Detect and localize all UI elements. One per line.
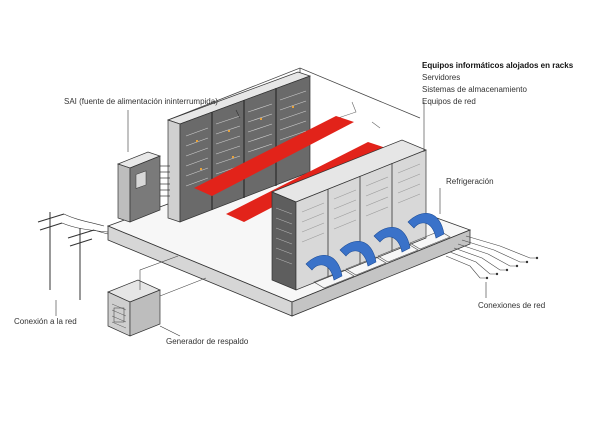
backup-generator bbox=[107, 279, 161, 337]
leader-lines bbox=[55, 102, 487, 337]
cooling-label: Refrigeración bbox=[446, 177, 494, 186]
room-walls bbox=[167, 67, 421, 129]
utility-poles bbox=[37, 212, 109, 300]
cooling-airflow bbox=[305, 213, 445, 281]
ups-cabinet bbox=[116, 151, 170, 223]
network-cables bbox=[445, 235, 536, 279]
grid-connection-label: Conexión a la red bbox=[14, 317, 77, 326]
rack-item-servers: Servidores bbox=[422, 73, 461, 82]
rack-item-storage: Sistemas de almacenamiento bbox=[422, 85, 527, 94]
rack-item-network: Equipos de red bbox=[422, 97, 476, 106]
rack-equipment-heading: Equipos informáticos alojados en racks bbox=[422, 61, 574, 70]
front-rack-row bbox=[271, 139, 427, 291]
backup-generator-label: Generador de respaldo bbox=[166, 337, 249, 346]
sai-label: SAI (fuente de alimentación ininterrumpi… bbox=[64, 97, 218, 106]
network-cable-ends bbox=[485, 256, 539, 280]
power-cables bbox=[139, 255, 207, 297]
network-connections-label: Conexiones de red bbox=[478, 301, 546, 310]
